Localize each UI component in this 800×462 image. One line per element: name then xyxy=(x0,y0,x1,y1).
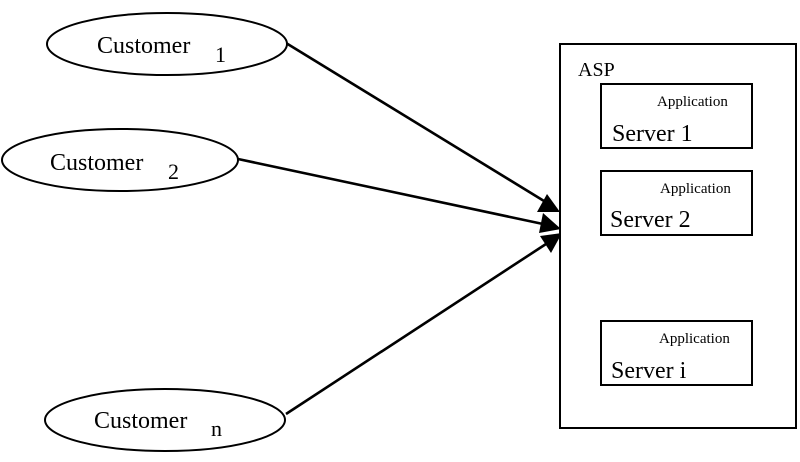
customer-ellipse xyxy=(1,128,239,192)
customer-subscript: 2 xyxy=(168,159,179,184)
customer-node-n: Customer n xyxy=(44,388,286,452)
customer-node-2: Customer 2 xyxy=(1,128,239,192)
arrow-customer-1 xyxy=(285,41,545,203)
server-box xyxy=(600,170,753,236)
application-server-i: Application Server i xyxy=(600,320,753,386)
customer-label: Customer xyxy=(50,150,143,176)
arrowhead-customer-2 xyxy=(539,213,561,233)
application-server-1: Application Server 1 xyxy=(600,83,753,149)
application-server-2: Application Server 2 xyxy=(600,170,753,236)
server-type-label: Application xyxy=(657,94,728,110)
customer-label: Customer xyxy=(97,33,190,59)
arrowhead-customer-1 xyxy=(537,194,560,212)
server-box xyxy=(600,320,753,386)
customer-subscript: n xyxy=(211,416,222,441)
customer-node-1: Customer 1 xyxy=(46,12,288,76)
customer-subscript: 1 xyxy=(215,42,226,67)
customer-label: Customer xyxy=(94,408,187,434)
asp-label: ASP xyxy=(578,59,615,81)
customer-ellipse xyxy=(44,388,286,452)
arrow-customer-2 xyxy=(237,157,544,226)
server-type-label: Application xyxy=(659,331,730,347)
server-box xyxy=(600,83,753,149)
server-name: Server 1 xyxy=(612,121,693,147)
customer-ellipse xyxy=(46,12,288,76)
arrowhead-customer-n xyxy=(540,233,562,253)
arrow-customer-n xyxy=(285,242,547,416)
server-type-label: Application xyxy=(660,181,731,197)
server-name: Server i xyxy=(611,358,687,384)
connections xyxy=(237,41,562,416)
server-name: Server 2 xyxy=(610,207,691,233)
